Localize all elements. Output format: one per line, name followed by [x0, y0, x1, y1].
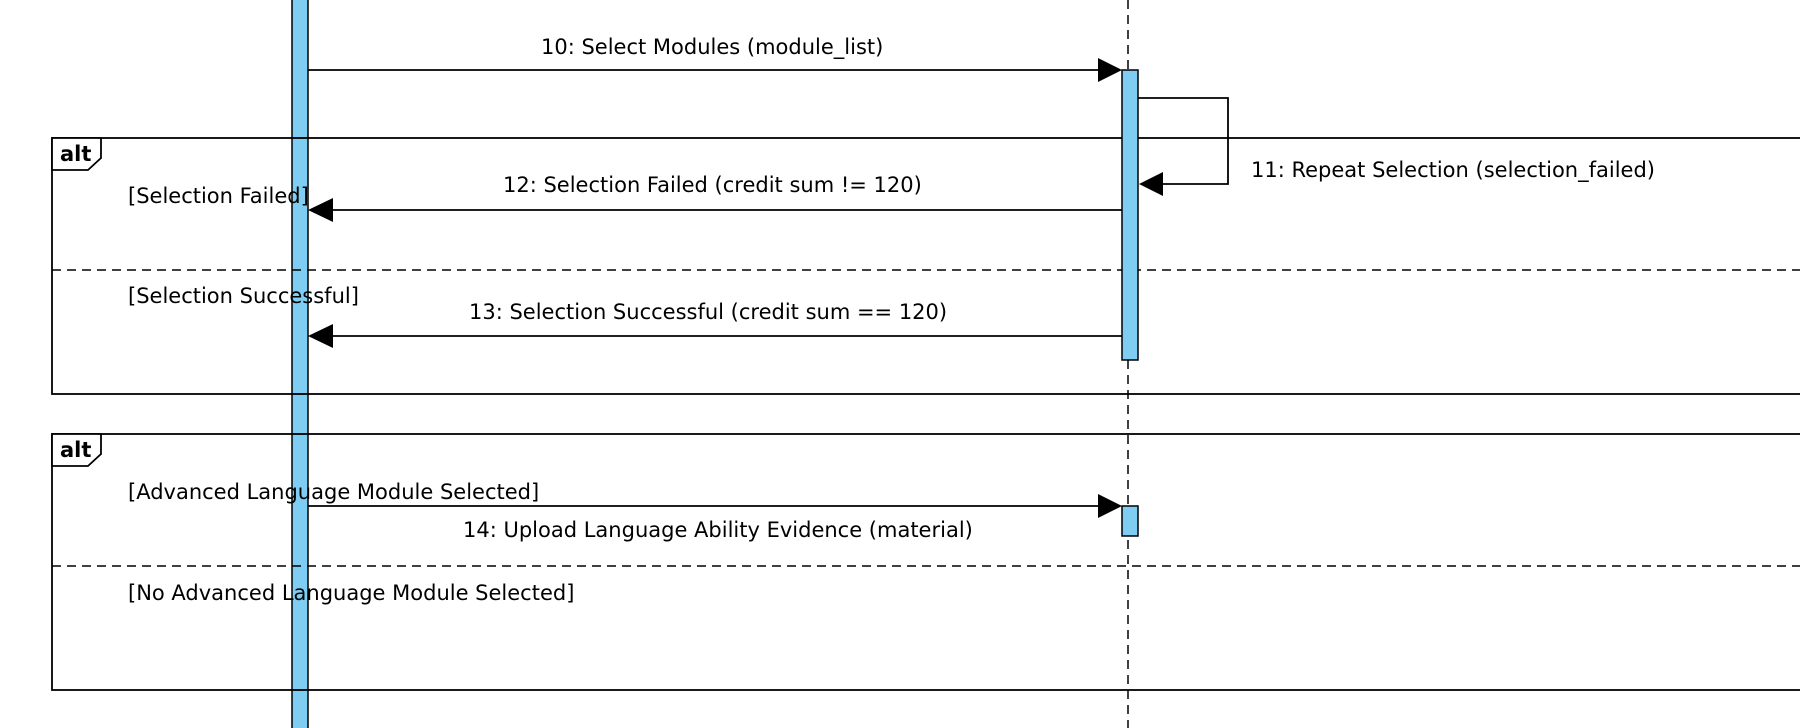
message-12-label: 12: Selection Failed (credit sum != 120)	[503, 173, 922, 197]
activation-bar-right-2	[1121, 505, 1139, 537]
alt-fragment-2-operator: alt	[60, 438, 91, 462]
message-11-line	[1138, 97, 1229, 185]
alt-fragment-2-tag-box	[51, 433, 102, 467]
alt-fragment-2: alt [Advanced Language Module Selected] …	[51, 433, 1800, 691]
message-10-arrowhead	[1098, 58, 1122, 82]
lifeline-left	[291, 0, 309, 728]
message-11-arrowhead	[1139, 172, 1163, 196]
message-12-arrowhead	[308, 198, 333, 222]
alt-fragment-1-tag-box	[51, 137, 102, 171]
message-10-label: 10: Select Modules (module_list)	[541, 35, 883, 60]
alt-fragment-2-frame	[51, 433, 1800, 691]
message-11-label: 11: Repeat Selection (selection_failed)	[1251, 158, 1655, 183]
alt-fragment-1: alt [Selection Failed] [Selection Succes…	[51, 137, 1800, 395]
message-14-label: 14: Upload Language Ability Evidence (ma…	[463, 518, 973, 542]
activation-bar-left	[291, 0, 309, 728]
alt-fragment-1-guard-2: [Selection Successful]	[128, 284, 359, 308]
message-14: 14: Upload Language Ability Evidence (ma…	[308, 494, 1122, 542]
message-13: 13: Selection Successful (credit sum == …	[308, 300, 1122, 348]
message-12: 12: Selection Failed (credit sum != 120)	[308, 173, 1122, 222]
message-10: 10: Select Modules (module_list)	[308, 35, 1122, 82]
activation-bar-right-1	[1121, 69, 1139, 361]
message-13-arrowhead	[308, 324, 333, 348]
alt-fragment-2-guard-2: [No Advanced Language Module Selected]	[128, 581, 574, 605]
alt-fragment-1-guard-1: [Selection Failed]	[128, 184, 309, 208]
alt-fragment-1-operator: alt	[60, 142, 91, 166]
message-13-label: 13: Selection Successful (credit sum == …	[469, 300, 947, 324]
message-11: 11: Repeat Selection (selection_failed)	[1138, 97, 1655, 196]
alt-fragment-2-guard-1: [Advanced Language Module Selected]	[128, 480, 539, 504]
message-14-arrowhead	[1098, 494, 1122, 518]
alt-fragment-1-frame	[51, 137, 1800, 395]
